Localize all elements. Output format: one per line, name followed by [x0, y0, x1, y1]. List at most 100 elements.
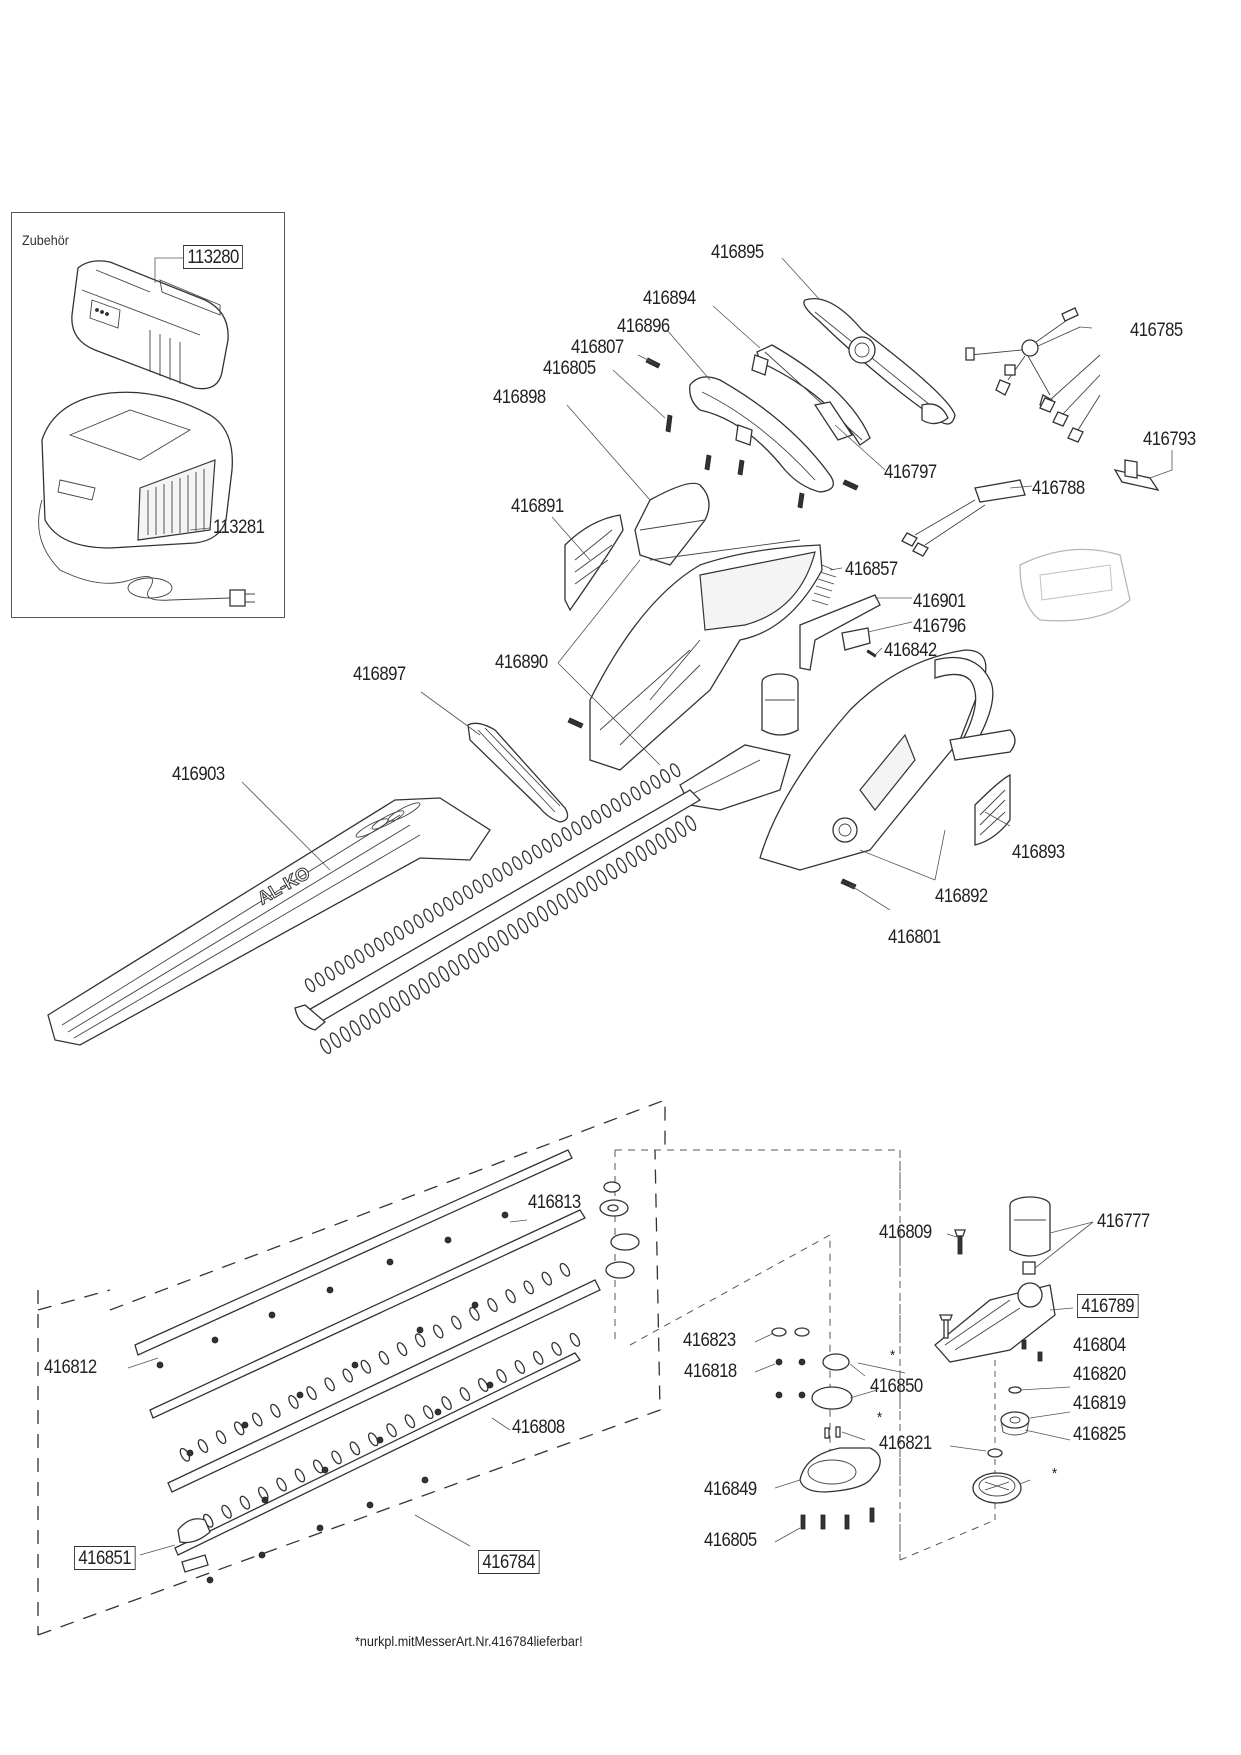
blade-tooth	[334, 960, 345, 975]
blade-tooth	[270, 1403, 281, 1418]
blade-tooth	[561, 827, 572, 842]
hedge-blade-drawing	[294, 763, 702, 1054]
blade-tooth	[306, 1386, 317, 1401]
blade-tooth	[635, 845, 647, 862]
part-label-113280: 113280	[183, 245, 244, 269]
blade-tooth	[396, 1342, 408, 1357]
blade-tooth	[398, 990, 411, 1006]
part-label-416893: 416893	[1012, 842, 1065, 863]
micro-switch-drawing	[841, 627, 871, 651]
bolt-nut	[486, 1381, 494, 1389]
blade-tooth	[511, 856, 523, 871]
battery-charger-drawing	[38, 391, 255, 607]
blade-tooth	[569, 1332, 581, 1347]
blade-tooth	[349, 1020, 361, 1036]
handle-cover-top-drawing	[803, 298, 956, 425]
blade-tooth	[521, 850, 533, 865]
bolt-nut	[211, 1336, 219, 1344]
blade-tooth	[531, 844, 543, 859]
blade-tooth	[324, 966, 336, 981]
blade-tooth	[472, 879, 484, 894]
bolt-nut	[501, 1211, 509, 1219]
blade-tooth	[684, 815, 697, 831]
part-label-416777: 416777	[1097, 1211, 1150, 1232]
blade-tooth	[497, 929, 509, 946]
blade-tooth	[606, 863, 618, 880]
bolt-nut	[471, 1301, 479, 1309]
blade-tooth	[344, 954, 355, 969]
blade-tooth	[360, 1359, 372, 1374]
blade-tooth	[383, 931, 395, 946]
blade-tooth	[532, 1350, 544, 1365]
bolt-nut	[351, 1361, 359, 1369]
bolt-nut	[316, 1524, 324, 1532]
asterisk-marker: *	[1052, 1465, 1057, 1482]
blade-tooth	[596, 869, 608, 886]
blade-tooth	[517, 917, 529, 934]
blade-tooth	[590, 809, 602, 824]
bolt-nut	[386, 1258, 394, 1266]
blade-tooth	[413, 914, 424, 929]
blade-tooth	[329, 1032, 342, 1048]
blade-tooth	[339, 1026, 351, 1042]
blade-tooth	[432, 1324, 444, 1339]
blade-tooth	[669, 763, 681, 778]
blade-tooth	[378, 1350, 390, 1365]
part-label-416897: 416897	[353, 664, 406, 685]
blade-tooth	[559, 1262, 571, 1277]
battery-pack-drawing	[71, 257, 229, 390]
part-label-416903: 416903	[172, 764, 225, 785]
part-label-416820: 416820	[1073, 1364, 1126, 1385]
blade-tooth	[541, 838, 553, 853]
blade-tooth	[586, 875, 598, 892]
bolt-nut	[416, 1326, 424, 1334]
blade-tooth	[404, 1414, 416, 1429]
part-label-416849: 416849	[704, 1479, 757, 1500]
part-label-416812: 416812	[44, 1357, 97, 1378]
part-label-416896: 416896	[617, 316, 670, 337]
accessories-title: Zubehör	[22, 232, 69, 248]
blade-tooth	[546, 899, 559, 916]
blade-tooth	[388, 996, 401, 1012]
part-label-416805-upper: 416805	[543, 358, 596, 379]
blade-tooth	[221, 1504, 232, 1519]
bolt-nut	[268, 1311, 276, 1319]
blade-tooth	[482, 873, 493, 888]
blade-tooth	[625, 851, 638, 868]
part-label-416809: 416809	[879, 1222, 932, 1243]
blade-tooth	[477, 941, 490, 958]
blade-tooth	[418, 978, 430, 994]
vent-cover-right-drawing	[974, 773, 1011, 846]
blade-tooth	[408, 984, 421, 1000]
part-label-416825: 416825	[1073, 1424, 1126, 1445]
blade-tooth	[319, 1038, 332, 1054]
blade-tooth	[492, 867, 503, 882]
blade-tooth	[576, 881, 588, 898]
blade-tooth	[514, 1359, 526, 1374]
blade-tooth	[496, 1369, 507, 1383]
part-label-416813: 416813	[528, 1192, 581, 1213]
blade-tooth	[487, 935, 499, 952]
blade-tooth	[379, 1002, 391, 1018]
accessories-box	[11, 212, 285, 618]
part-label-416823: 416823	[683, 1330, 736, 1351]
motor-upper-drawing	[761, 673, 799, 736]
blade-tooth	[645, 839, 657, 856]
part-label-416819: 416819	[1073, 1393, 1126, 1414]
blade-tooth	[469, 1306, 480, 1321]
blade-tooth	[551, 1341, 562, 1356]
blade-kit-parts-drawing	[134, 1149, 640, 1584]
blade-tooth	[441, 1396, 452, 1411]
part-label-416797: 416797	[884, 462, 937, 483]
bolt-nut	[326, 1286, 334, 1294]
blade-tooth	[373, 937, 385, 952]
bolt-nut	[366, 1501, 374, 1509]
part-label-416788: 416788	[1032, 478, 1085, 499]
blade-tooth	[600, 803, 612, 818]
part-label-416796: 416796	[913, 616, 966, 637]
blade-tooth	[459, 1387, 471, 1402]
vent-cover-front-drawing	[467, 722, 569, 823]
blade-tooth	[650, 774, 661, 789]
blade-tooth	[541, 1271, 553, 1286]
